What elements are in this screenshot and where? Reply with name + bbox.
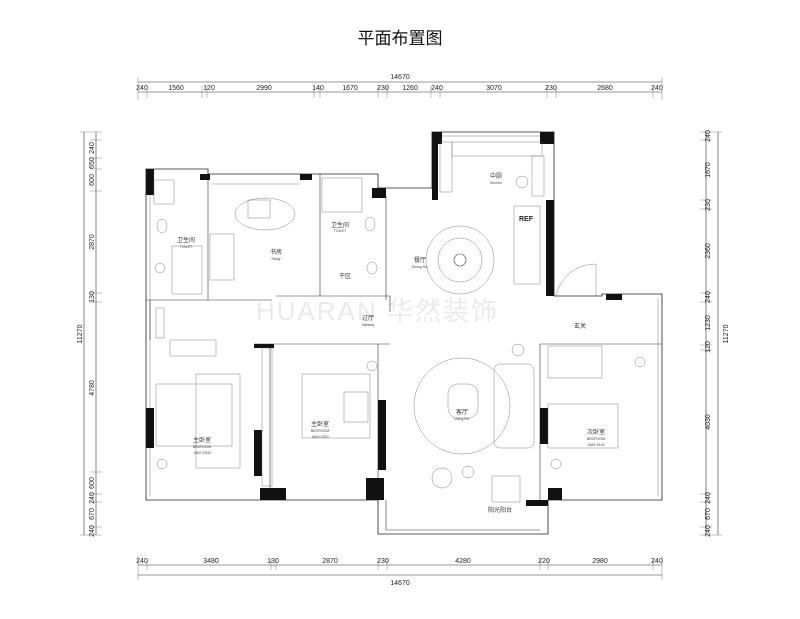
bathroom-2: 卫生间 TOILET 干区	[321, 177, 378, 280]
living-room-label: 客厅	[456, 408, 468, 416]
top-dim-1: 1560	[168, 85, 184, 92]
bottom-total-dim: 14670	[390, 580, 410, 587]
study-en: Study	[271, 257, 280, 261]
top-dim-2: 120	[203, 85, 215, 92]
top-dim-10: 230	[545, 85, 557, 92]
third-bedroom-bed: 1500*2100	[587, 443, 604, 447]
bathroom-2-label: 卫生间	[331, 221, 349, 229]
top-dimension-chain: 14670 240 1560 120 2990 140 1670 230 126…	[136, 74, 663, 100]
study-room: 书房 Study	[209, 183, 300, 281]
living-room: 客厅 Living Ro.	[413, 343, 535, 503]
left-dim-2: 240	[89, 492, 96, 504]
master-bedroom-en: BEDROOM	[193, 445, 212, 449]
hallway-label: 过厅	[362, 314, 374, 322]
balcony-label: 阳光阳台	[488, 506, 512, 514]
left-dimension-chain: 11270 240 670 240 600 4780 130 2870 600 …	[77, 131, 102, 537]
right-dim-1: 1670	[705, 162, 712, 178]
second-bedroom-bed: 1800*2200	[311, 435, 328, 439]
bottom-dim-1: 3480	[203, 558, 219, 565]
right-dim-5: 1230	[705, 315, 712, 331]
kitchen: 中厨 Kitchen REF	[439, 141, 545, 285]
top-dim-11: 2680	[597, 85, 613, 92]
left-dim-7: 600	[89, 174, 96, 186]
second-bedroom: 主卧室 BEDROOM 1800*2200	[261, 347, 378, 487]
left-dim-6: 2870	[89, 234, 96, 250]
left-dim-4: 4780	[89, 380, 96, 396]
bathroom-1: 卫生间 TOILET	[153, 179, 203, 295]
top-total-dim: 14670	[390, 74, 410, 81]
bottom-dim-8: 240	[651, 558, 663, 565]
top-dim-6: 230	[377, 85, 389, 92]
solid-walls	[146, 132, 622, 506]
bottom-dim-0: 240	[136, 558, 148, 565]
dining-area: 餐厅 Dining Ro.	[412, 225, 495, 295]
bottom-dimension-chain: 240 3480 130 2870 230 4280 220 2980 240 …	[136, 556, 663, 587]
bottom-dim-4: 230	[377, 558, 389, 565]
plan-title: 平面布置图	[358, 29, 443, 49]
bathroom-1-en: TOILET	[180, 245, 193, 249]
hallway-en: Hallway	[362, 323, 375, 327]
left-dim-8: 650	[89, 157, 96, 169]
dining-en: Dining Ro.	[412, 265, 429, 269]
left-dim-9: 240	[89, 142, 96, 154]
bottom-dim-5: 4280	[455, 558, 471, 565]
top-dim-0: 240	[136, 85, 148, 92]
master-bedroom-bed: 1800*2000	[193, 451, 210, 455]
top-dim-8: 240	[431, 85, 443, 92]
right-dim-4: 240	[705, 291, 712, 303]
master-bedroom-label: 主卧室	[193, 436, 211, 444]
right-dim-2: 230	[705, 199, 712, 211]
right-dim-8: 240	[705, 492, 712, 504]
top-dim-3: 2990	[256, 85, 272, 92]
third-bedroom-label: 次卧室	[587, 428, 605, 436]
left-dim-3: 600	[89, 477, 96, 489]
right-dim-0: 240	[705, 130, 712, 142]
right-dim-6: 120	[705, 341, 712, 353]
second-bedroom-label: 主卧室	[311, 420, 329, 428]
fridge-label: REF	[519, 216, 534, 223]
top-dim-9: 3070	[486, 85, 502, 92]
dry-area-label: 干区	[339, 273, 351, 280]
master-bedroom: 主卧室 BEDROOM 1800*2000	[155, 373, 241, 470]
hallway: 过厅 Hallway 玄关	[155, 263, 597, 357]
right-total-dim: 11270	[723, 324, 730, 343]
top-dim-12: 240	[651, 85, 663, 92]
left-dim-5: 130	[89, 291, 96, 303]
bathroom-2-en: TOILET	[334, 229, 347, 233]
right-dim-3: 2360	[705, 243, 712, 259]
bathroom-1-label: 卫生间	[177, 236, 195, 244]
living-room-en: Living Ro.	[454, 417, 470, 421]
bottom-dim-3: 2870	[322, 558, 338, 565]
top-dim-5: 1670	[342, 85, 358, 92]
left-total-dim: 11270	[77, 324, 84, 343]
wall-outline	[145, 131, 663, 535]
third-bedroom-en: BEDROOM	[587, 437, 606, 441]
right-dim-7: 4030	[705, 414, 712, 430]
bottom-dim-2: 130	[267, 558, 279, 565]
dining-label: 餐厅	[414, 256, 426, 264]
kitchen-en: Kitchen	[490, 181, 502, 185]
third-bedroom: 次卧室 BEDROOM 1500*2100	[547, 345, 646, 470]
right-dimension-chain: 11270 240 1670 230 2360 240 1230 120 403…	[700, 130, 730, 537]
right-dim-10: 240	[705, 525, 712, 537]
watermark-text: HUARAN 华然装饰	[256, 296, 499, 326]
right-dim-9: 670	[705, 508, 712, 520]
bottom-dim-6: 220	[538, 558, 550, 565]
left-dim-0: 240	[89, 525, 96, 537]
top-dim-4: 140	[312, 85, 324, 92]
balcony: 阳光阳台	[488, 506, 512, 514]
kitchen-label: 中厨	[490, 172, 502, 180]
top-dim-7: 1260	[402, 85, 418, 92]
entry-label: 玄关	[574, 322, 586, 330]
left-dim-1: 670	[89, 508, 96, 520]
study-label: 书房	[270, 248, 282, 256]
second-bedroom-en: BEDROOM	[311, 429, 330, 433]
bottom-dim-7: 2980	[592, 558, 608, 565]
